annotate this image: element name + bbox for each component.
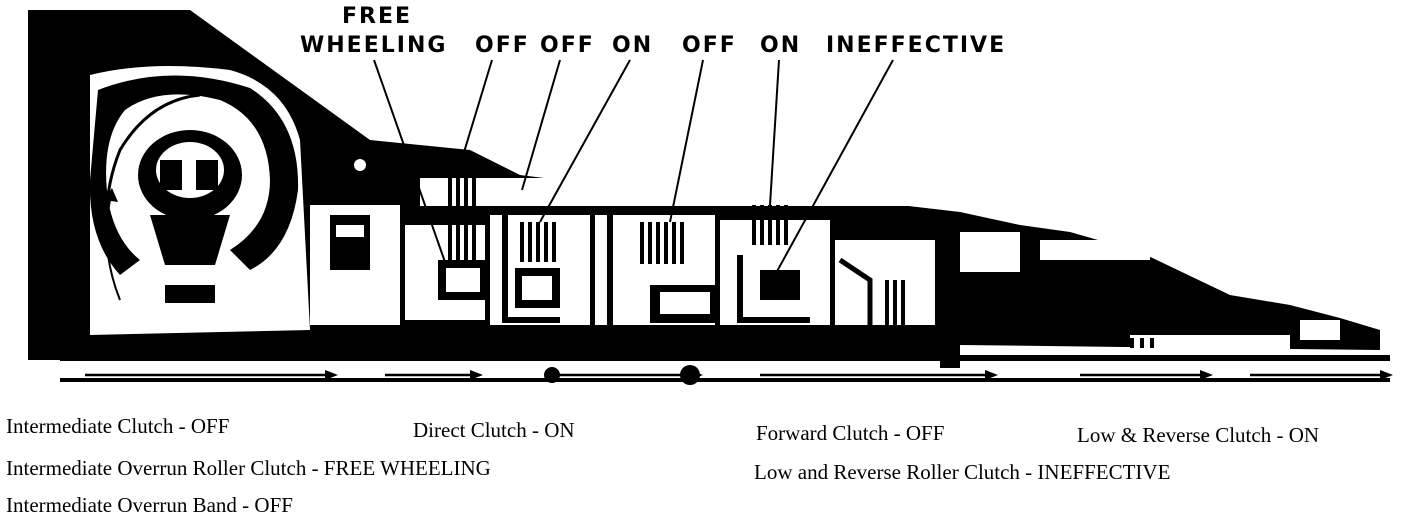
leader-ineffective <box>774 59 894 276</box>
torque-converter <box>89 75 299 315</box>
label-state-on-1: ON <box>612 33 653 58</box>
leader-on-2 <box>769 59 780 206</box>
caption-low-reverse-clutch: Low & Reverse Clutch - ON <box>1077 423 1319 447</box>
leader-off-2 <box>521 59 561 191</box>
label-state-off-1: OFF <box>475 33 530 58</box>
tailshaft-housing <box>940 320 1340 368</box>
label-free: FREE <box>342 4 412 29</box>
main-shaft <box>60 355 1390 382</box>
power-flow-arrows <box>85 188 1393 385</box>
leader-off-3 <box>669 59 704 223</box>
transmission-drawing <box>28 10 1393 385</box>
forward-clutch-pack <box>607 215 720 330</box>
label-state-on-2: ON <box>760 33 801 58</box>
caption-intermediate-clutch: Intermediate Clutch - OFF <box>6 414 229 438</box>
caption-forward-clutch: Forward Clutch - OFF <box>756 421 944 445</box>
leader-on-1 <box>539 59 631 223</box>
label-state-ineffective: INEFFECTIVE <box>826 33 1006 58</box>
legend-captions: Intermediate Clutch - OFF Direct Clutch … <box>6 414 1319 517</box>
caption-low-reverse-roller: Low and Reverse Roller Clutch - INEFFECT… <box>754 460 1170 484</box>
low-reverse-clutch-pack <box>737 205 810 323</box>
leader-free-wheeling <box>373 59 446 263</box>
intermediate-clutch-pack <box>438 170 488 300</box>
label-state-off-3: OFF <box>682 33 737 58</box>
direct-clutch-pack <box>502 215 560 323</box>
leader-off-1 <box>457 59 493 173</box>
rear-clutch-and-governor <box>838 257 905 340</box>
label-state-off-2: OFF <box>540 33 595 58</box>
caption-intermediate-overrun-roller: Intermediate Overrun Roller Clutch - FRE… <box>6 456 491 480</box>
label-wheeling: WHEELING <box>300 33 447 58</box>
component-state-labels: FREE WHEELING OFF OFF ON OFF ON INEFFECT… <box>300 4 1006 58</box>
oil-pump <box>330 150 375 270</box>
caption-direct-clutch: Direct Clutch - ON <box>413 418 575 442</box>
leader-lines <box>373 59 894 276</box>
caption-intermediate-overrun-band: Intermediate Overrun Band - OFF <box>6 493 293 517</box>
